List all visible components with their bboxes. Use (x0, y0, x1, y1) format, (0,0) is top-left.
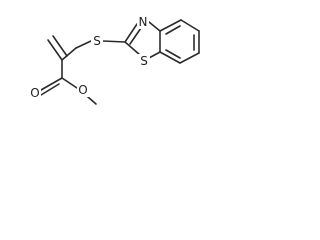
bond-c4-c5 (180, 19, 200, 32)
atom-oxygen-ester: O (78, 83, 87, 97)
atom-sulfur-thioether: S (93, 34, 101, 48)
atom-label-background (137, 15, 149, 29)
bond-carbonyl-double-2 (40, 83, 60, 96)
atom-sulfur-ring: S (140, 54, 148, 68)
bond-sulfur-c2 (102, 40, 126, 43)
bond-n-c3a (148, 21, 161, 32)
bond-benzene-inner-1 (165, 25, 181, 35)
atom-nitrogen: N (139, 15, 148, 29)
bond-c7-c7a (159, 51, 181, 64)
atom-label-background (91, 34, 103, 48)
bond-c2-ring-s (124, 41, 141, 56)
atom-label-background (77, 83, 89, 97)
bond-alpha-ch2 (61, 47, 77, 61)
atom-oxygen-carbonyl: O (30, 86, 39, 100)
atom-label-background (29, 86, 41, 100)
bond-ring-s-c7a (148, 51, 161, 59)
bond-methylene-double-2 (52, 35, 68, 57)
chemical-structure: S N S O O (29, 15, 200, 105)
bond-c6-c7 (179, 52, 200, 64)
atom-label-background (138, 54, 150, 68)
bond-c3a-c4 (159, 19, 182, 32)
bond-methylene-double-1 (47, 39, 63, 61)
bond-carbonyl-double-1 (40, 77, 63, 91)
bond-ch2-sulfur (75, 40, 92, 49)
bond-c2-n-double-2 (129, 27, 142, 45)
bond-benzene-inner-3 (165, 49, 181, 59)
bond-c2-n-double-1 (124, 23, 138, 43)
